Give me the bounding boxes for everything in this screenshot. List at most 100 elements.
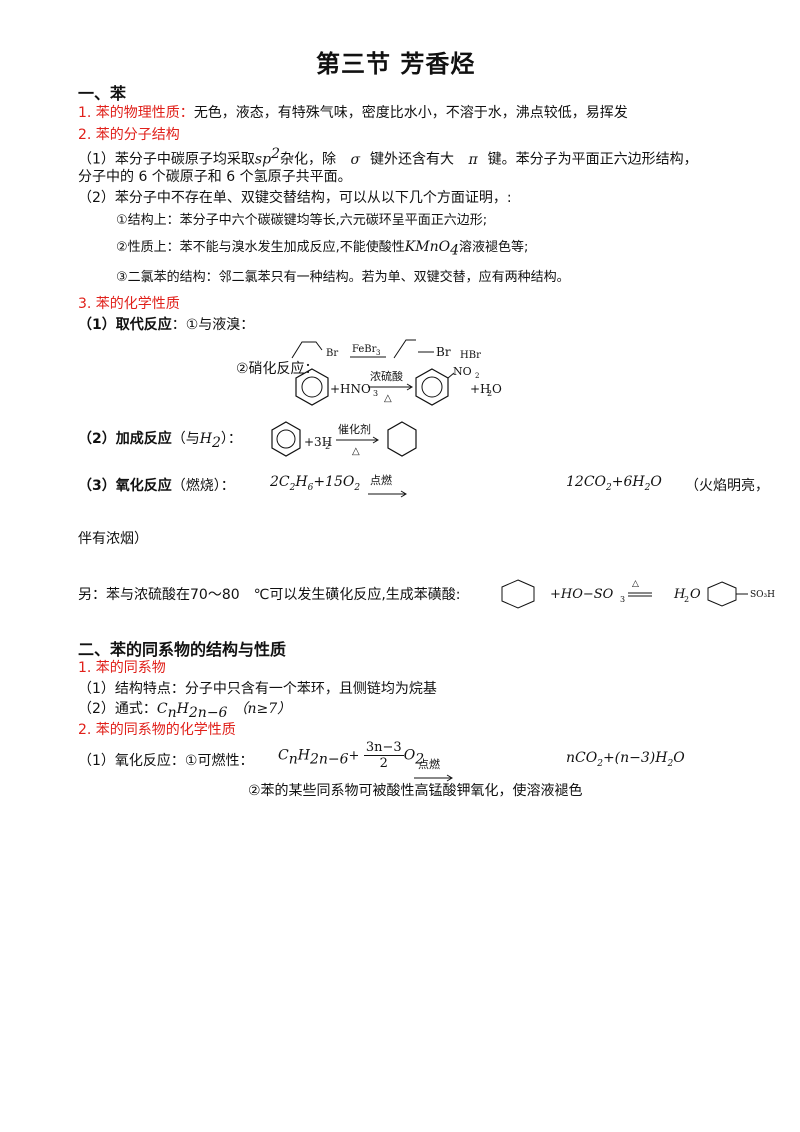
sub: 2 (684, 595, 689, 604)
so3h-text: SO₃H (750, 590, 775, 600)
text: 12CO (566, 474, 607, 490)
br-product: Br (436, 345, 451, 359)
text: +(n−3)H (602, 750, 668, 766)
sigma-symbol: σ (350, 151, 361, 168)
sub: 2 (211, 434, 221, 451)
text: 2C (270, 474, 290, 490)
sulfonation-diagram: +HO−SO 3 △ H 2 O SO₃H (501, 579, 775, 609)
section-heading-benzene: 一、苯 (78, 84, 127, 103)
text: （2）通式： (78, 701, 157, 717)
nitrobenzene-ring-icon (415, 368, 449, 406)
page-title: 第三节 芳香烃 (316, 50, 476, 78)
h-text: H (673, 587, 686, 602)
oxidation-line: （3）氧化反应（燃烧）： (78, 475, 235, 495)
o-text: O (690, 587, 701, 602)
nitration-label: ②硝化反应： (236, 361, 319, 377)
oxidation-label: （3）氧化反应 (78, 478, 172, 494)
proof-2: ②性质上：苯不能与溴水发生加成反应,不能使酸性KMnO4溶液褪色等; (116, 236, 528, 259)
sub: 2 (597, 758, 603, 769)
sub: 6 (307, 482, 314, 493)
text: 溶液褪色等; (459, 240, 529, 255)
bromination-diagram: Br FeBr 3 Br HBr (291, 339, 481, 361)
hoso3-text: +HO−SO (550, 587, 614, 602)
physical-properties: 1. 苯的物理性质：无色，液态，有特殊气味，密度比水小，不溶于水，沸点较低，易挥… (78, 102, 628, 122)
sub: 2n−6 (309, 751, 349, 768)
ignite-text: 点燃 (370, 473, 392, 487)
text: （燃烧）： (171, 478, 235, 494)
homologs-label: 1. 苯的同系物 (78, 660, 166, 676)
benzene-ring-icon (501, 579, 535, 609)
proof-3: ③二氯苯的结构：邻二氯苯只有一种结构。若为单、双键交替，应有两种结构。 (116, 270, 570, 285)
sub: 3 (373, 389, 378, 398)
physical-properties-text: 无色，液态，有特殊气味，密度比水小，不溶于水，沸点较低，易挥发 (193, 105, 628, 121)
sub: 2 (475, 372, 479, 380)
febr3-label: FeBr (352, 344, 377, 355)
text: C (278, 747, 289, 764)
pi-symbol: π (468, 151, 478, 168)
heat-symbol: △ (352, 446, 360, 457)
text: （1）苯分子中碳原子均采取 (78, 151, 255, 168)
cyclohexane-ring-icon (387, 421, 417, 457)
sub: 4 (450, 242, 460, 259)
catalyst-text: 浓硫酸 (370, 369, 403, 383)
ignite-text: 点燃 (418, 757, 440, 771)
text: 键外还含有大 (370, 151, 455, 168)
denominator: 2 (379, 756, 388, 771)
h2o-text: +H (470, 382, 491, 396)
combustion-note-2: 伴有浓烟） (78, 531, 148, 547)
sub: n (167, 704, 177, 721)
sulfonation-text: 另：苯与浓硫酸在70～80 ℃可以发生磺化反应,生成苯磺酸: (78, 587, 461, 603)
text: +6H (611, 474, 645, 490)
text: + (348, 748, 360, 764)
o-text: O (492, 382, 502, 396)
text: ：①与液溴： (171, 317, 255, 333)
homolog-kmno4-oxidation: ②苯的某些同系物可被酸性高锰酸钾氧化，使溶液褪色 (248, 783, 583, 799)
heat-symbol: △ (632, 579, 639, 589)
structure-line-3: （2）苯分子中不存在单、双键交替结构，可以从以下几个方面证明，: (78, 190, 512, 206)
sub: 3 (376, 349, 380, 357)
sp-math: sp (254, 151, 272, 168)
homologs-formula-line: （2）通式：CnH2n−6（n≥7） (78, 698, 291, 721)
catalyst-text: 催化剂 (338, 422, 371, 436)
sub: 2n−6 (188, 704, 228, 721)
sub: 2 (487, 389, 492, 398)
benzenesulfonic-ring-icon (707, 581, 737, 607)
addition-diagram: +3H 2 催化剂 △ (271, 421, 417, 457)
sub: 2 (325, 442, 330, 451)
combustion-left: 2C2H6+15O2 (270, 474, 360, 493)
br-reagent: Br (326, 348, 338, 359)
sub: n (288, 751, 298, 768)
benzene-ring-icon (271, 421, 301, 457)
text: （与 (171, 431, 200, 447)
nitration-diagram: +HNO 3 浓硫酸 △ NO 2 +H 2 O (295, 365, 502, 406)
molecular-structure-label: 2. 苯的分子结构 (78, 127, 180, 143)
homolog-oxidation-label: （1）氧化反应：①可燃性： (78, 753, 254, 769)
structure-line-2: 分子中的 6 个碳原子和 6 个氢原子共平面。 (78, 169, 352, 185)
h-symbol: H (199, 431, 212, 447)
text: ）： (220, 431, 242, 447)
homologs-structure: （1）结构特点：分子中只含有一个苯环，且侧链均为烷基 (78, 681, 437, 697)
text: C (156, 701, 168, 717)
condition-text: （n≥7） (233, 701, 292, 717)
benzene-ring-icon (295, 368, 329, 406)
sub: 2 (354, 482, 361, 493)
text: O (650, 474, 662, 490)
substitution-line: （1）取代反应：①与液溴： (78, 314, 254, 334)
sub: 2 (289, 482, 296, 493)
sub: 2 (415, 751, 425, 768)
proof-1: ①结构上：苯分子中六个碳碳键均等长,六元碳环呈平面正六边形; (116, 213, 488, 228)
heat-symbol: △ (384, 393, 392, 404)
section-heading-homologs: 二、苯的同系物的结构与性质 (78, 640, 287, 659)
sub: 2 (644, 482, 651, 493)
chemical-properties-label: 3. 苯的化学性质 (78, 296, 180, 312)
homolog-combustion-right: nCO2+(n−3)H2O (566, 750, 685, 769)
hno3-text: +HNO (330, 382, 371, 396)
text: 键。苯分子为平面正六边形结构， (487, 151, 698, 168)
numerator: 3n−3 (363, 740, 404, 756)
sub: 2 (667, 758, 674, 769)
text: ②性质上：苯不能与溴水发生加成反应,不能使酸性 (116, 240, 405, 255)
homologs-chem-label: 2. 苯的同系物的化学性质 (78, 722, 236, 738)
sp-sup: 2 (271, 146, 280, 162)
